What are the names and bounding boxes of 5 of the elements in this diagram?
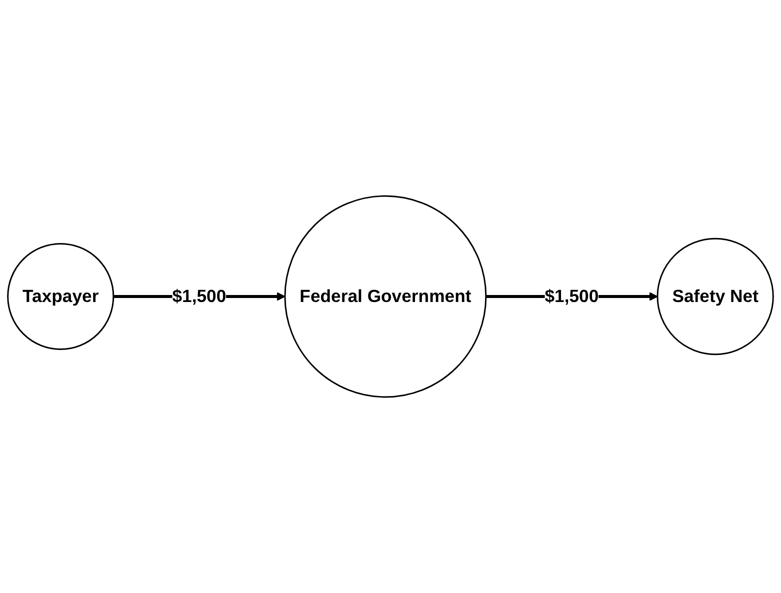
node-circle: Federal Government [284,195,487,398]
edge-label: $1,500 [544,286,599,306]
node-circle: Safety Net [656,238,774,356]
node-circle: Taxpayer [7,242,114,350]
edge-label: $1,500 [172,286,226,306]
